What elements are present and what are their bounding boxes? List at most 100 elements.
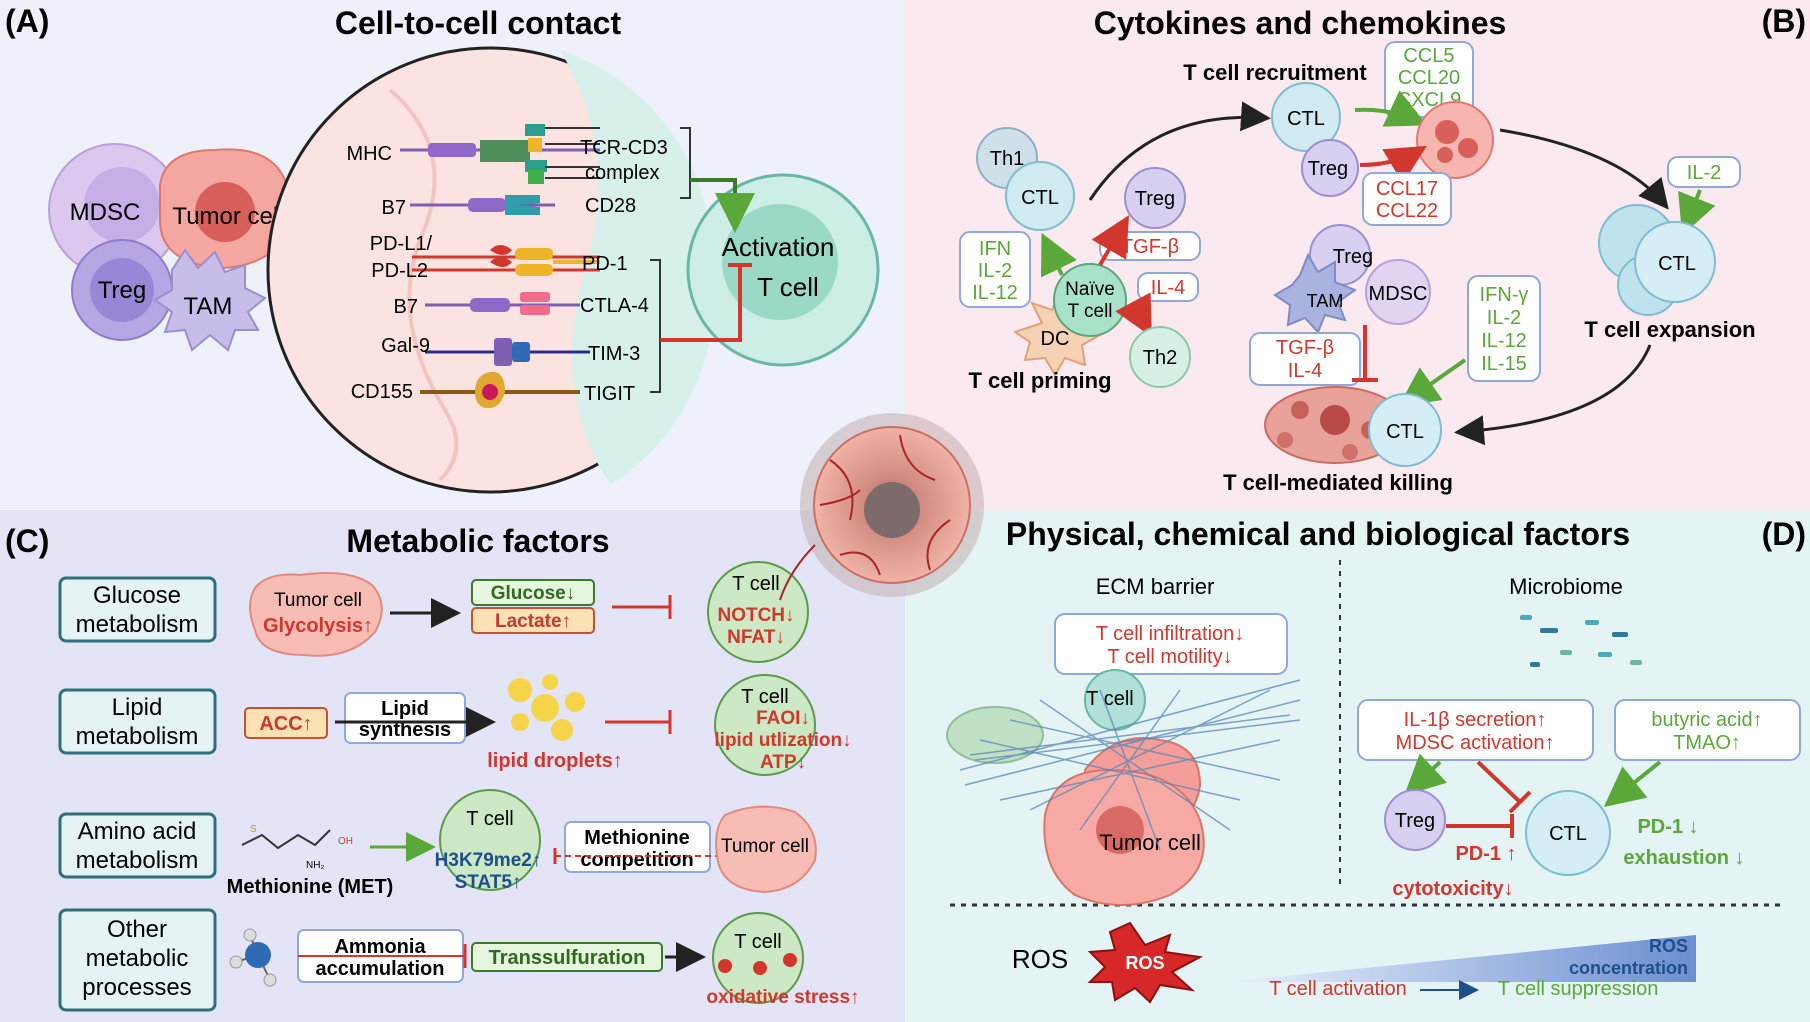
il1b-to-treg-arrow: [1404, 753, 1448, 796]
priming-il4: IL-4: [1151, 277, 1185, 299]
treg-label: Treg: [98, 277, 146, 304]
panel-a-letter: (A): [5, 3, 49, 39]
lipid-metabolism-box: [58, 688, 217, 755]
amino-acid-metabolism-box: [58, 812, 217, 879]
amino-label2: metabolism: [76, 847, 199, 874]
activated-tcell-nucleus: [722, 204, 838, 320]
amino-label1: Amino acid: [78, 818, 197, 845]
b-ctl-killing: [1368, 393, 1442, 467]
ros-burst-label: ROS: [1125, 953, 1164, 973]
butyric-acid: butyric acid↑: [1651, 709, 1762, 731]
bracket-activating: [680, 127, 691, 199]
b-ctl-priming-label: CTL: [1021, 187, 1059, 209]
lipid-tcell-label: T cell: [741, 686, 788, 708]
tumor-cell-label: Tumor cell: [172, 203, 283, 230]
ammonia-molecule-icon: [229, 928, 277, 987]
receptor-ctla4: CTLA-4: [580, 295, 649, 317]
mdsc-activation: MDSC activation↑: [1396, 732, 1555, 754]
priming-il12: IL-12: [972, 282, 1018, 304]
other-tcell: [712, 912, 804, 1004]
methionine-oh-group: OH: [338, 836, 353, 847]
competition-label1: Methionine: [584, 827, 690, 849]
acc-up: ACC↑: [259, 713, 312, 735]
activation-label: Activation: [722, 232, 835, 262]
il1b-secretion: IL-1β secretion↑: [1404, 709, 1547, 731]
lipid-label2: metabolism: [76, 723, 199, 750]
b-ctl-recruit: [1271, 82, 1341, 152]
killing-il2: IL-2: [1487, 307, 1521, 329]
ecm-infiltration: T cell infiltration↓: [1096, 623, 1245, 645]
expansion-label: T cell expansion: [1584, 317, 1755, 342]
b-ctl-killing-label: CTL: [1386, 421, 1424, 443]
ligand-mhc: MHC: [346, 143, 392, 165]
amino-tumor-cell: [715, 805, 817, 894]
b-tam: [1273, 252, 1358, 334]
bacteria-icons: [1520, 615, 1642, 667]
competition-label2: competition: [580, 849, 693, 871]
b-naive-tcell: [1053, 263, 1127, 337]
killing-label: T cell-mediated killing: [1223, 470, 1453, 495]
d-ctl: [1525, 790, 1611, 876]
priming-il2: IL-2: [978, 260, 1012, 282]
transsulfuration-box: [471, 942, 663, 972]
b-mdsc: [1365, 259, 1431, 325]
naive-to-treg-arrow: [1091, 215, 1130, 267]
killing-activator-box: [1467, 275, 1541, 382]
chemokine-ccl5: CCL5: [1403, 45, 1454, 67]
glycolysis-label: Glycolysis↑: [263, 615, 373, 637]
competition-box: [564, 821, 711, 873]
il1b-box: [1357, 699, 1594, 761]
glucose-label1: Glucose: [93, 582, 181, 609]
receptor-tcr-cd3: TCR-CD3: [580, 137, 668, 159]
ros-label: ROS: [1012, 944, 1068, 974]
chemokine-ccl20: CCL20: [1398, 67, 1460, 89]
methionine-structure: [241, 829, 331, 850]
panel-b-letter: (B): [1762, 3, 1806, 39]
ligand-gal9: Gal-9: [381, 335, 430, 357]
expansion-ctl: [1634, 221, 1716, 303]
ligand-cd155: CD155: [351, 381, 413, 403]
amino-tcell: [439, 789, 541, 891]
panel-c-title: Metabolic factors: [346, 523, 609, 559]
ecm-effects-box: [1054, 613, 1288, 675]
ecm-motility: T cell motility↓: [1107, 646, 1232, 668]
ecm-fibroblast: [946, 706, 1044, 764]
atp-down: ATP↓: [760, 752, 806, 773]
receptor-tigit: TIGIT: [584, 383, 635, 405]
amino-tcell-label: T cell: [466, 808, 513, 830]
other-label1: Other: [107, 916, 167, 943]
b-treg-killing-label: Treg: [1333, 246, 1373, 268]
panel-d-letter: (D): [1762, 516, 1806, 552]
expansion-il2: IL-2: [1687, 162, 1721, 184]
oxidative-burst-icons: [718, 953, 797, 975]
ligand-receptor-pairs: [400, 124, 600, 409]
ammonia-label1: Ammonia: [334, 936, 426, 958]
glucose-down: Glucose↓: [491, 583, 575, 604]
priming-tgfb: TGF-β: [1121, 236, 1179, 258]
priming-cytokine-box: [959, 231, 1031, 308]
lipid-label1: Lipid: [112, 694, 163, 721]
glucose-tcell: [707, 561, 809, 663]
b-ctl-recruit-label: CTL: [1287, 108, 1325, 130]
lipid-synthesis-box: [344, 692, 466, 744]
b-th2-label: Th2: [1143, 347, 1177, 369]
nfat-down: NFAT↓: [727, 627, 785, 648]
b-treg-priming: [1124, 167, 1186, 229]
panel-a-title: Cell-to-cell contact: [335, 5, 622, 41]
ros-concentration-label1: ROS: [1649, 936, 1688, 956]
treg-nucleus: [90, 258, 154, 322]
b-treg-recruit-label: Treg: [1308, 158, 1348, 180]
microbiome-label: Microbiome: [1509, 574, 1623, 599]
il1b-inhibit-bar: [1508, 790, 1532, 814]
b-dying-tumor-cells: [1264, 386, 1406, 464]
butyric-box: [1614, 699, 1801, 761]
ligand-pdl1: PD-L1/: [370, 233, 433, 255]
b-naive-label2: T cell: [1067, 301, 1112, 322]
glucose-down-box: [471, 579, 595, 606]
il2-to-ctl-arrow: [1678, 189, 1716, 236]
killing-il12: IL-12: [1481, 330, 1527, 352]
lipid-droplets-label: lipid droplets↑: [487, 750, 623, 772]
d-treg-label: Treg: [1395, 810, 1435, 832]
